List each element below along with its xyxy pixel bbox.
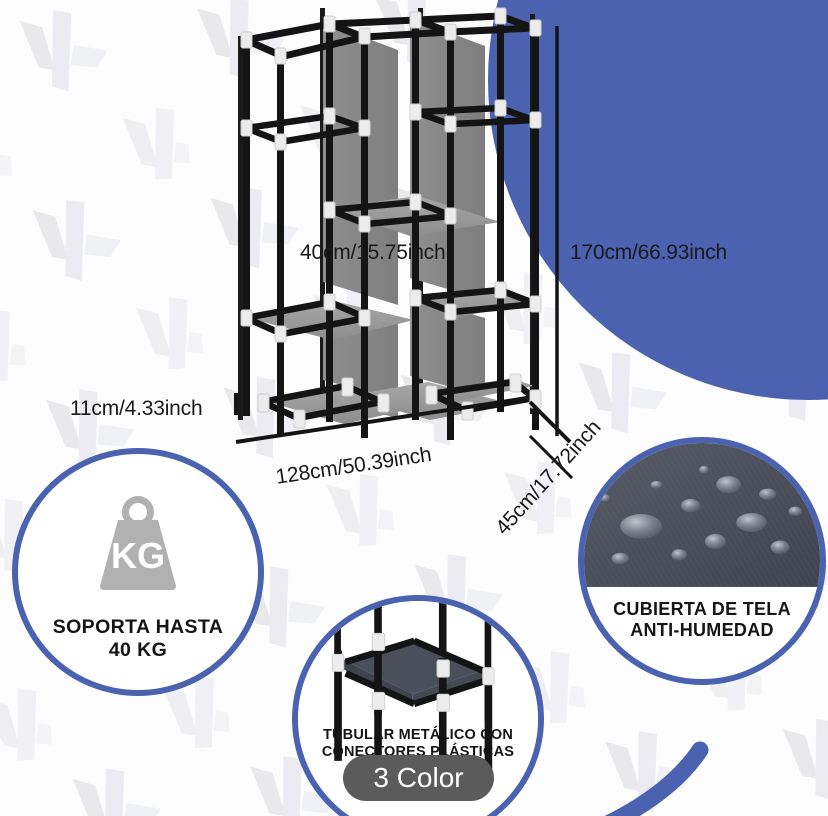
weight-icon-text: KG (111, 535, 165, 576)
dimension-label-compartment-width: 40cm/15.75inch (300, 241, 446, 264)
dimension-label-total-height: 170cm/66.93inch (570, 241, 727, 264)
feature-card-waterproof-fabric: CUBIERTA DE TELA ANTI-HUMEDAD (578, 437, 826, 685)
feature-card-weight-capacity: KG SOPORTA HASTA 40 KG (12, 448, 264, 696)
color-count-badge[interactable]: 3 Color (343, 755, 494, 801)
feature-fabric-caption-line2: ANTI-HUMEDAD (630, 619, 774, 640)
feature-weight-caption: SOPORTA HASTA 40 KG (53, 616, 224, 662)
weight-kg-icon: KG (82, 490, 194, 594)
water-droplets-fabric-photo (584, 443, 820, 587)
dimension-label-shelf-spacing: 11cm/4.33inch (70, 397, 203, 420)
feature-weight-caption-line2: 40 KG (108, 639, 168, 661)
feature-fabric-caption-line1: CUBIERTA DE TELA (613, 598, 791, 619)
feature-tubing-caption-line1: TUBULAR METÁLICO CON (322, 727, 514, 743)
feature-fabric-caption: CUBIERTA DE TELA ANTI-HUMEDAD (584, 599, 820, 641)
feature-weight-caption-line1: SOPORTA HASTA (52, 616, 224, 638)
